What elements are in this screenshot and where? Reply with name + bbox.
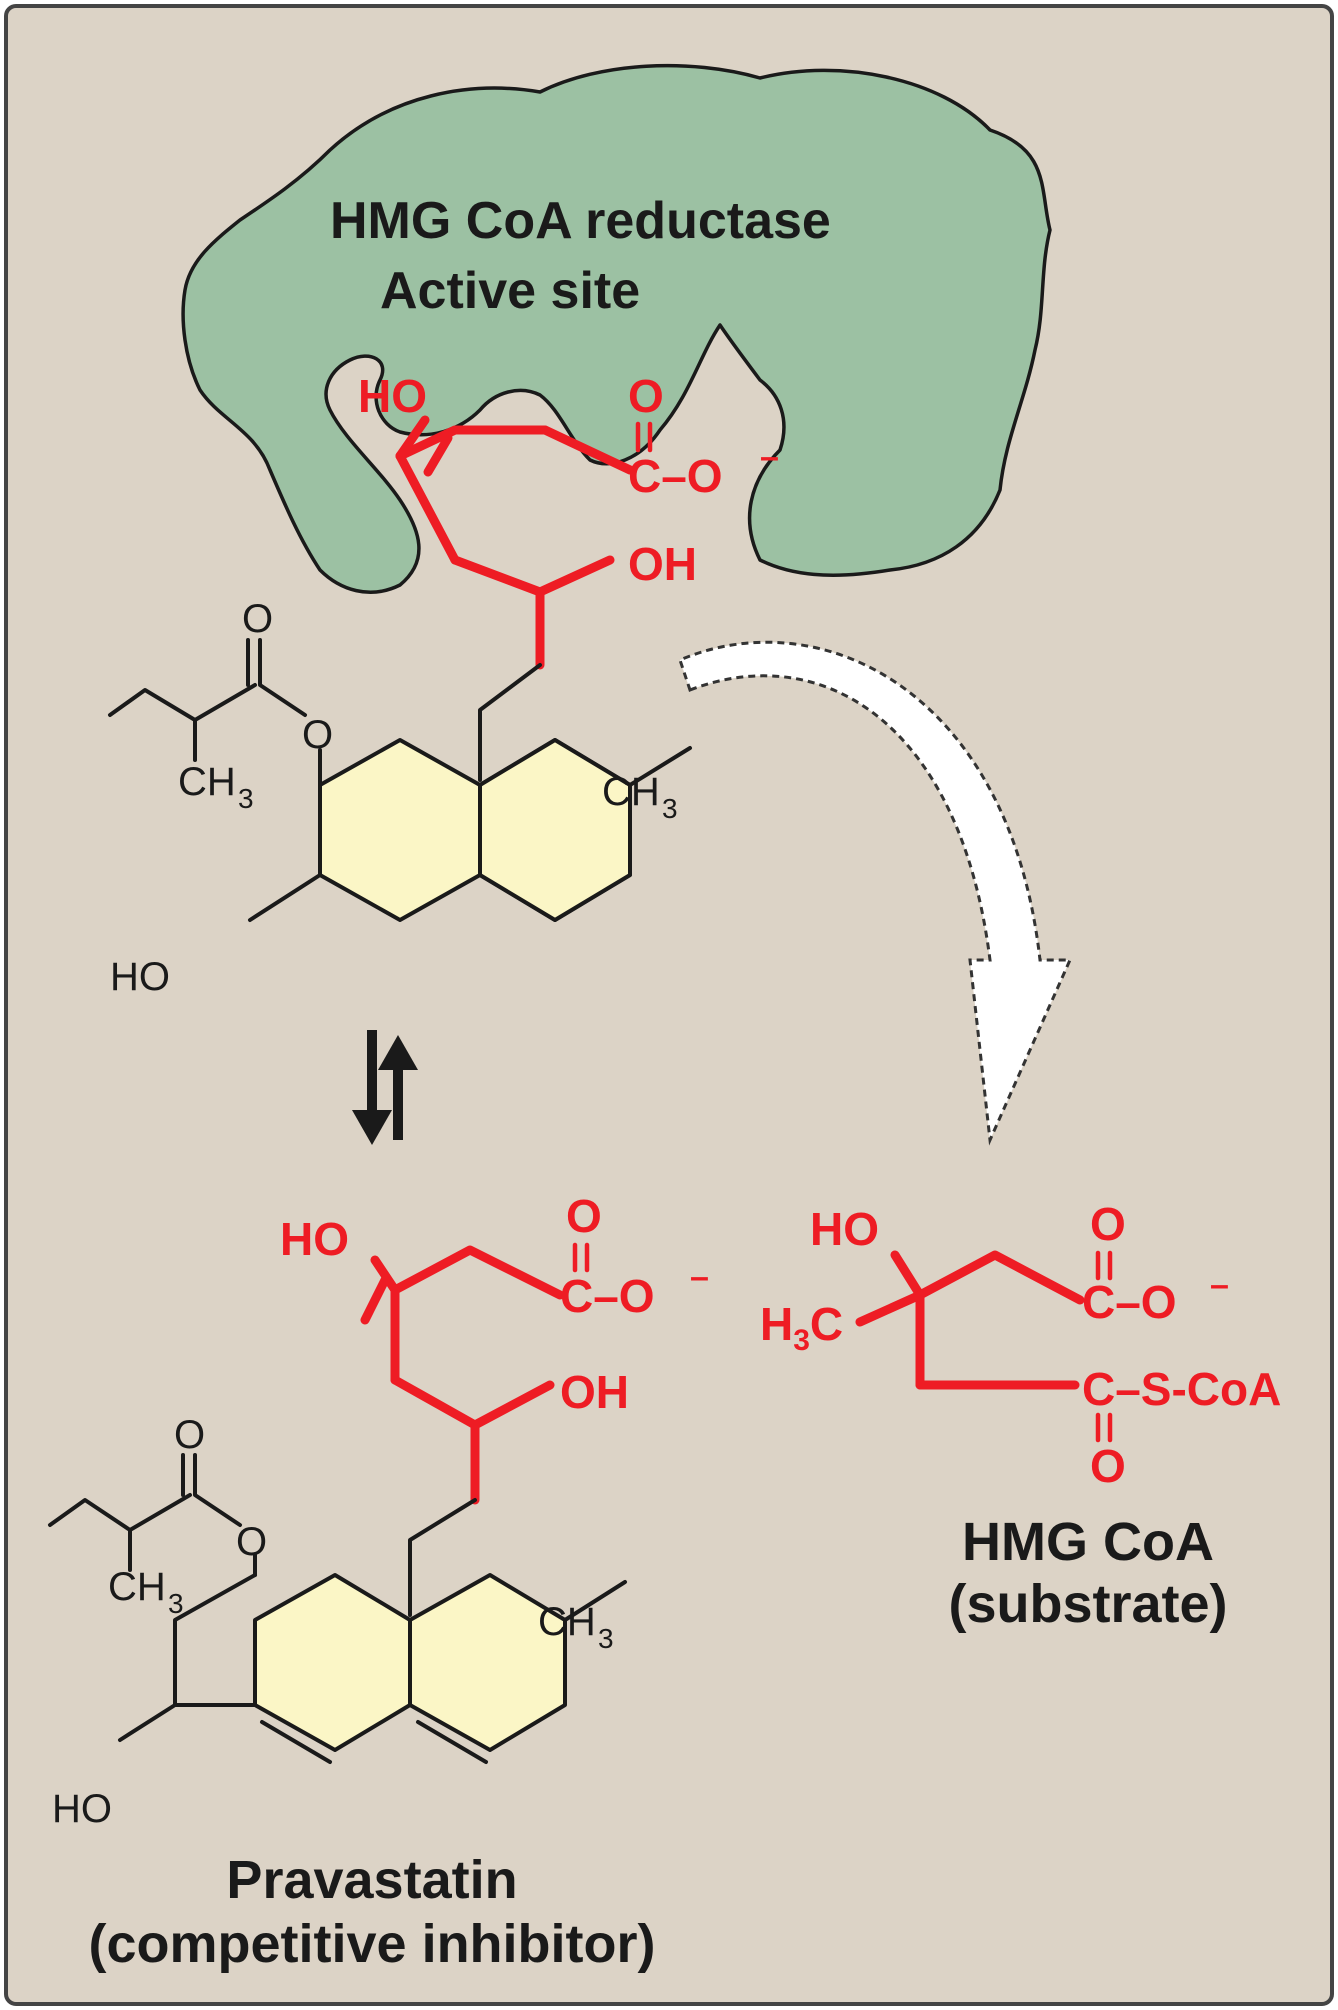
sub-ho-label: HO [810, 1203, 879, 1255]
bound-chain-mid [450, 555, 545, 597]
bound-carboxylate: C–O [628, 450, 723, 502]
bound-bond-ho [395, 415, 430, 461]
bound-charge: – [760, 438, 779, 476]
inhibitor-name: Pravastatin [226, 1850, 517, 1910]
enzyme-title: HMG CoA reductase [330, 192, 831, 250]
free-bond-ho [370, 1255, 400, 1295]
hmg-coa-substrate: HO H3C O C–O – C–S-CoA O HMG CoA (substr… [760, 1198, 1281, 1634]
bound-chain-down [395, 451, 460, 565]
bound-branch-ch3: CH [178, 760, 236, 804]
equilibrium-arrows [352, 1030, 418, 1145]
bound-ether-o: O [302, 713, 333, 757]
bound-chain-top [395, 425, 550, 461]
svg-text:3: 3 [598, 1623, 614, 1654]
free-ring-ho-bond [118, 1703, 177, 1742]
svg-text:3: 3 [168, 1588, 184, 1619]
free-chain-top [390, 1245, 565, 1300]
free-ho-label: HO [280, 1213, 349, 1265]
free-chain-mid [390, 1375, 480, 1430]
free-carboxylate: C–O [560, 1270, 655, 1322]
bound-ester-bond [258, 638, 307, 717]
substrate-role: (substrate) [948, 1574, 1227, 1634]
substrate-name: HMG CoA [962, 1512, 1214, 1572]
bound-ring-ch3: CH [602, 770, 660, 814]
free-bond-oh [470, 1380, 555, 1430]
free-ring-ch3: CH [538, 1600, 596, 1644]
free-inhibitor: HO OH O C–O – CH 3 HO O O CH 3 [48, 1190, 709, 1831]
enzyme-active-site-label: Active site [380, 262, 640, 320]
free-carbonyl-o: O [566, 1190, 602, 1242]
enzyme-blob [181, 63, 1052, 594]
free-branch-ch3: CH [108, 1565, 166, 1609]
svg-text:3: 3 [662, 793, 678, 824]
sub-chain-top [915, 1250, 1085, 1305]
bound-linker [478, 663, 542, 782]
free-ester-bond [193, 1453, 242, 1527]
sub-thioester: C–S-CoA [1082, 1363, 1281, 1415]
sub-h3c-label: H3C [760, 1298, 843, 1357]
bound-ring-ho-bond [248, 873, 322, 922]
free-alkyl-chain [48, 1493, 192, 1532]
bound-wedge-mark [423, 433, 453, 477]
free-ether-o: O [236, 1520, 267, 1564]
sub-carbonyl-o: O [1090, 1198, 1126, 1250]
free-ring-ho: HO [52, 1787, 112, 1831]
binding-arrow [678, 640, 1073, 1146]
bound-bond-oh [535, 555, 615, 597]
bound-ho-label: HO [358, 370, 427, 422]
bound-carbonyl-o: O [628, 370, 664, 422]
free-charge: – [690, 1258, 709, 1296]
svg-text:3: 3 [238, 783, 254, 814]
free-ring-methyl-bond [563, 1580, 627, 1622]
free-oh-label: OH [560, 1366, 629, 1418]
inhibitor-role: (competitive inhibitor) [89, 1914, 656, 1974]
bound-chain-to-carboxyl [540, 425, 635, 475]
free-red-sidechain [360, 1242, 590, 1505]
free-double-bond-right [416, 1720, 488, 1764]
bound-ring-methyl-bond [628, 746, 692, 787]
free-wedge-mark [360, 1275, 390, 1325]
bound-inhibitor: HO OH O C–O – CH 3 HO O O CH 3 [108, 370, 779, 999]
bound-alkyl-chain [108, 683, 257, 722]
free-ester-o: O [174, 1413, 205, 1457]
bound-red-sidechain [395, 415, 653, 670]
bound-ring-ho: HO [110, 955, 170, 999]
sub-thio-o: O [1090, 1440, 1126, 1492]
bound-oh-label: OH [628, 538, 697, 590]
bound-ester-o: O [242, 597, 273, 641]
sub-carboxylate: C–O [1082, 1276, 1177, 1328]
free-double-bond-left [260, 1720, 332, 1764]
sub-charge: – [1210, 1266, 1229, 1304]
free-linker [408, 1498, 477, 1617]
sub-bond-ho [890, 1250, 925, 1300]
sub-bond-h3c [855, 1290, 925, 1327]
